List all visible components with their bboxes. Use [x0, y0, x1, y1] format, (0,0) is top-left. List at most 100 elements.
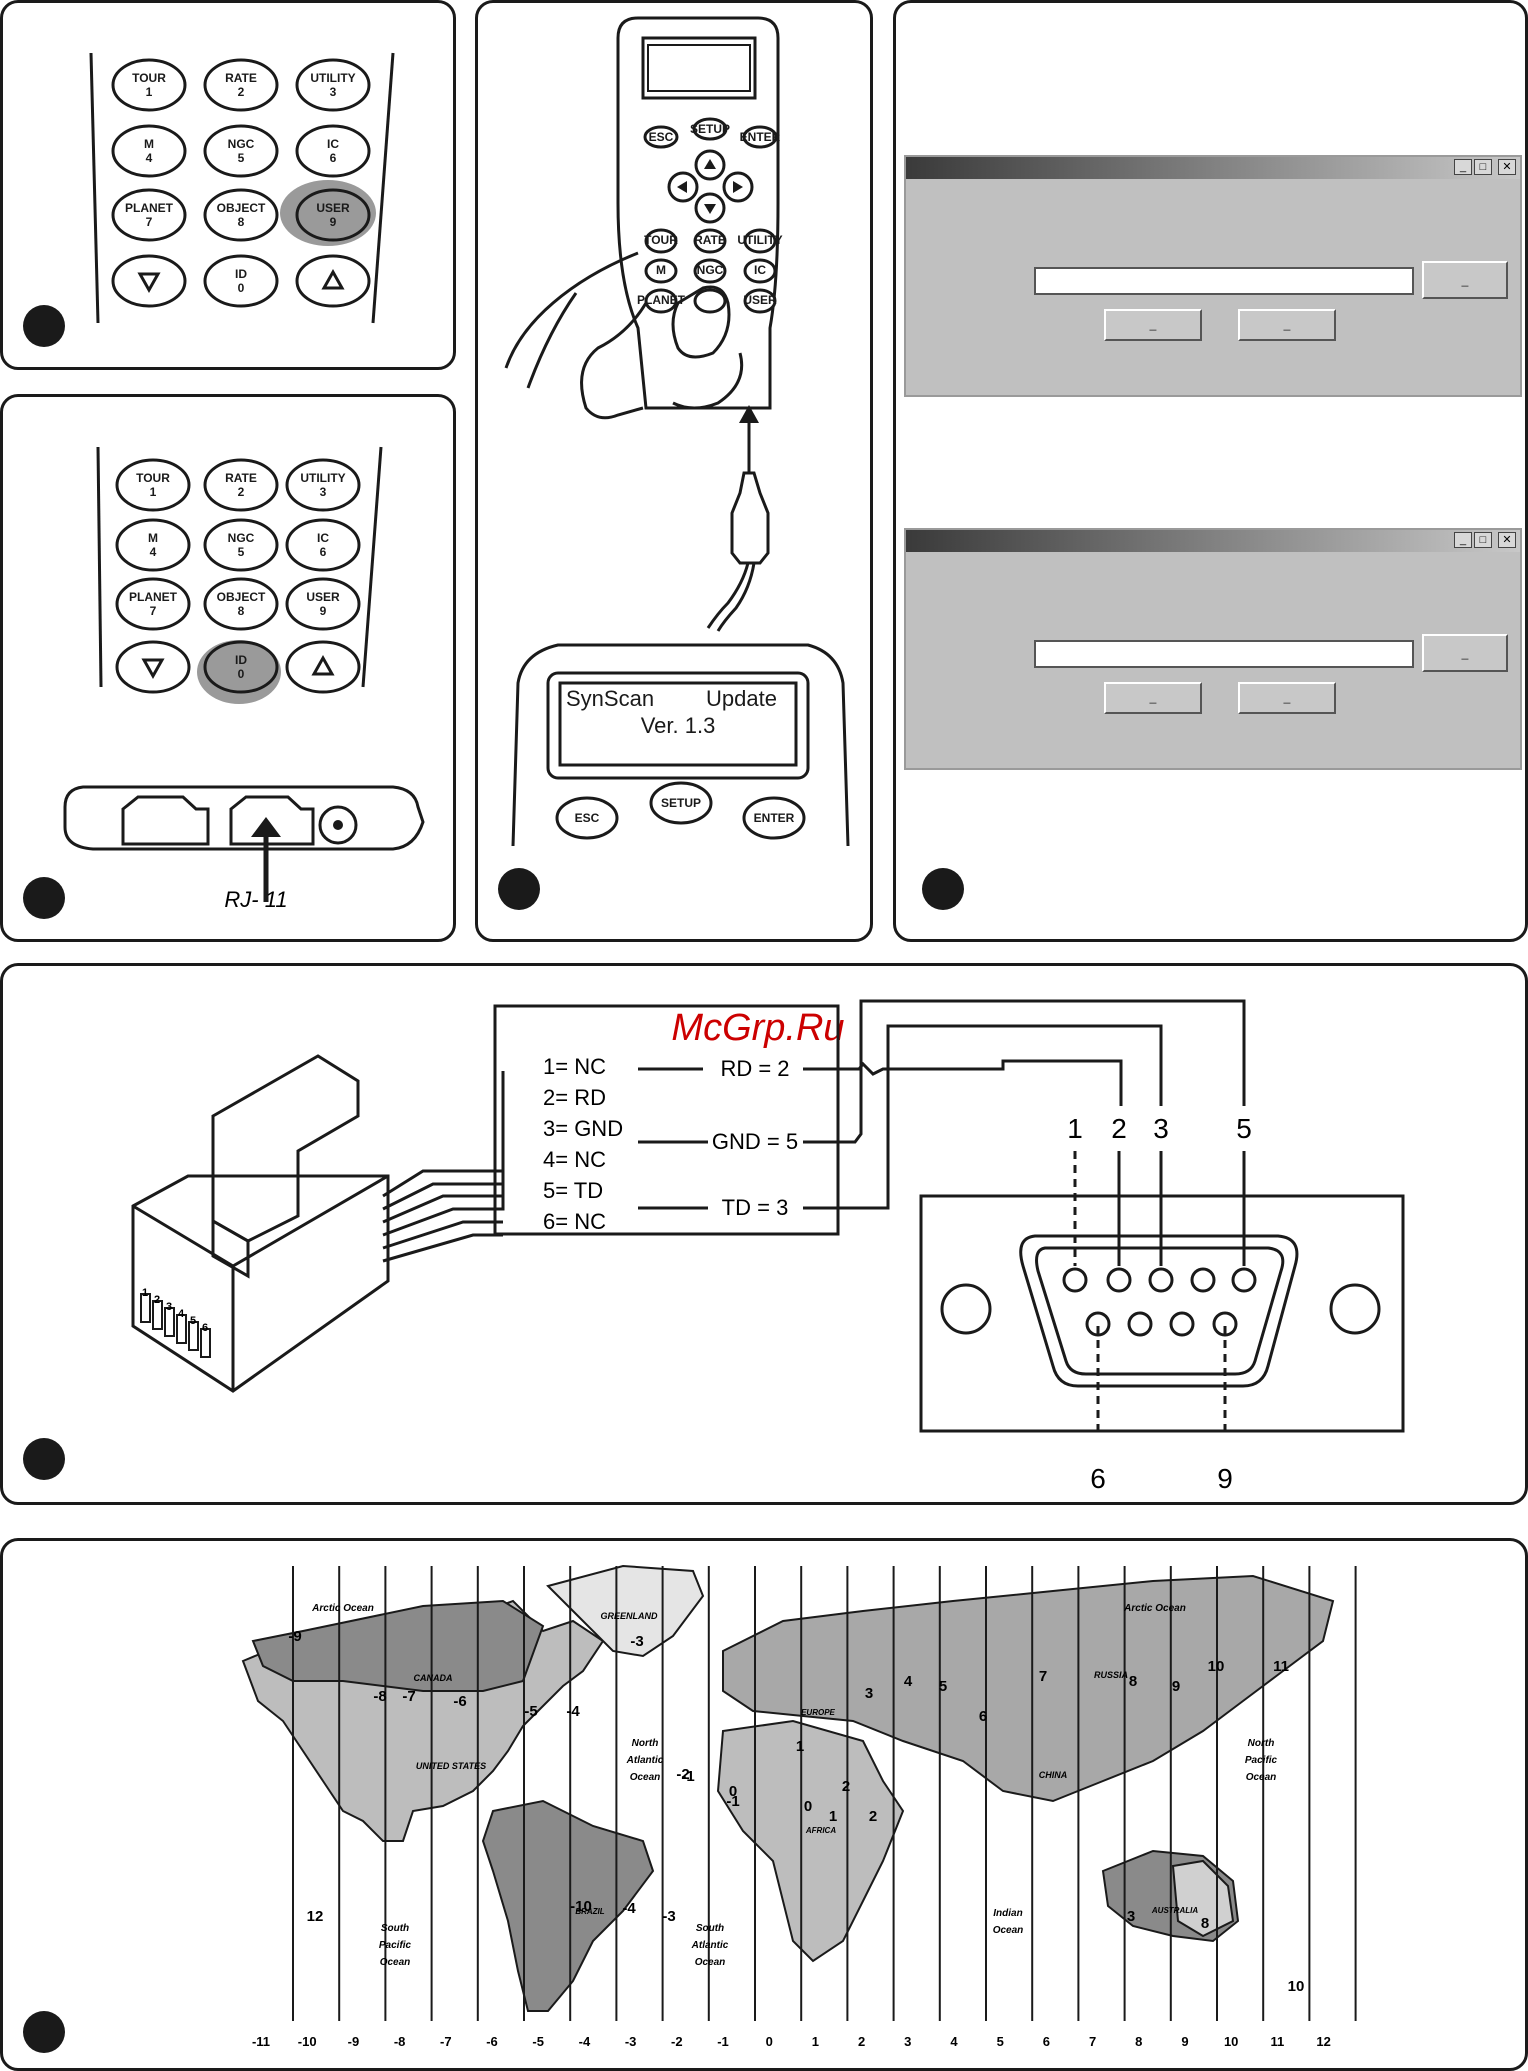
zone-scale-label: 2 [858, 2034, 865, 2049]
triangle-up-icon [311, 654, 335, 676]
close-icon[interactable]: ✕ [1498, 532, 1516, 548]
small-key[interactable] [743, 258, 777, 284]
key-arrow-9[interactable] [111, 254, 187, 308]
key-m-3[interactable] [115, 518, 191, 572]
setup-label: SETUP [661, 796, 701, 810]
key-number: 6 [320, 545, 327, 559]
browse-button[interactable]: _ [1422, 634, 1508, 672]
rj-pin-number: 2 [154, 1294, 160, 1306]
key-number: 1 [150, 485, 157, 499]
key-utility-2[interactable] [285, 458, 361, 512]
key-m-3[interactable] [111, 124, 187, 178]
enter-label: ENTER [754, 811, 795, 825]
key-planet-6[interactable] [115, 577, 191, 631]
key-number: 2 [238, 85, 245, 99]
zone-scale-label: 9 [1181, 2034, 1188, 2049]
step-marker [23, 2011, 65, 2053]
zone-scale-label: -9 [348, 2034, 360, 2049]
small-key[interactable] [644, 228, 678, 254]
small-key[interactable] [644, 258, 678, 284]
key-label: TOUR [136, 471, 170, 485]
esc-button[interactable] [555, 796, 619, 840]
key-arrow-9[interactable] [115, 640, 191, 694]
key-label: TOUR [132, 71, 166, 85]
key-user-8[interactable] [285, 577, 361, 631]
close-icon[interactable]: ✕ [1498, 159, 1516, 175]
step-marker [922, 868, 964, 910]
key-id-10[interactable] [203, 640, 279, 694]
ocean-label: South [381, 1923, 409, 1934]
ocean-label: South [696, 1923, 724, 1934]
file-path-input[interactable] [1034, 267, 1414, 295]
africa-region [716, 1719, 905, 1963]
maximize-icon[interactable]: □ [1474, 159, 1492, 175]
zone-scale-label: 11 [1271, 2034, 1285, 2049]
key-id-10[interactable] [203, 254, 279, 308]
enter-button[interactable] [742, 796, 806, 840]
zone-number: -4 [622, 1900, 636, 1917]
browse-button[interactable]: _ [1422, 261, 1508, 299]
zone-number: 9 [1172, 1678, 1180, 1695]
key-planet-6[interactable] [111, 188, 187, 242]
action-button-b[interactable]: _ [1238, 682, 1336, 714]
key-rate-1[interactable] [203, 458, 279, 512]
key-user-8[interactable] [295, 188, 371, 242]
key-ic-5[interactable] [285, 518, 361, 572]
device-lower-body [511, 643, 850, 847]
key-object-7[interactable] [203, 577, 279, 631]
small-key-label: M [656, 263, 666, 277]
small-key[interactable] [743, 288, 777, 314]
greenland-region [546, 1564, 705, 1658]
key-ngc-4[interactable] [203, 518, 279, 572]
key-ngc-4[interactable] [203, 124, 279, 178]
key-object-7[interactable] [203, 188, 279, 242]
db9-pin-2-label: 2 [1111, 1113, 1127, 1144]
step-marker [23, 1438, 65, 1480]
action-button-b[interactable]: _ [1238, 309, 1336, 341]
small-key[interactable] [693, 258, 727, 284]
db9-shell-inner [1035, 1246, 1285, 1376]
key-tour-0[interactable] [115, 458, 191, 512]
setup-button[interactable] [649, 781, 713, 825]
minimize-icon[interactable]: _ [1454, 532, 1472, 548]
zone-number: -1 [726, 1793, 739, 1810]
key-number: 3 [330, 85, 337, 99]
key-number: 4 [146, 151, 153, 165]
key-ic-5[interactable] [295, 124, 371, 178]
small-key[interactable] [743, 228, 777, 254]
key-label: UTILITY [310, 71, 355, 85]
small-key-label: NGC [697, 263, 724, 277]
map-label: RUSSIA [1094, 1670, 1128, 1680]
small-key[interactable] [693, 228, 727, 254]
key-arrow-11[interactable] [295, 254, 371, 308]
key-number: 3 [320, 485, 327, 499]
maximize-icon[interactable]: □ [1474, 532, 1492, 548]
small-key[interactable] [644, 288, 678, 314]
pin-label: 4= NC [543, 1147, 606, 1172]
db9-pin-5-label: 5 [1236, 1113, 1252, 1144]
db9-pin [1106, 1267, 1132, 1293]
db9-pin [1062, 1267, 1088, 1293]
zone-scale-label: 12 [1316, 2034, 1330, 2049]
action-button-a[interactable]: _ [1104, 309, 1202, 341]
small-key-label: UTILITY [737, 233, 782, 247]
action-button-a[interactable]: _ [1104, 682, 1202, 714]
panel-software: _ □ ✕ _ _ _ _ □ ✕ _ _ _ [893, 0, 1528, 942]
key-tour-0[interactable] [111, 58, 187, 112]
key-utility-2[interactable] [295, 58, 371, 112]
key-label: RATE [225, 471, 257, 485]
zone-scale-label: -4 [579, 2034, 591, 2049]
rj-port-1 [121, 795, 210, 846]
file-path-input[interactable] [1034, 640, 1414, 668]
key-rate-1[interactable] [203, 58, 279, 112]
zone-number: 12 [307, 1908, 324, 1925]
zone-number: 11 [1273, 1658, 1289, 1675]
map-label: CHINA [1039, 1770, 1068, 1780]
key-arrow-11[interactable] [285, 640, 361, 694]
db9-pin [1212, 1311, 1238, 1337]
small-key[interactable] [693, 288, 727, 314]
minimize-icon[interactable]: _ [1454, 159, 1472, 175]
zone-number: 5 [939, 1678, 947, 1695]
